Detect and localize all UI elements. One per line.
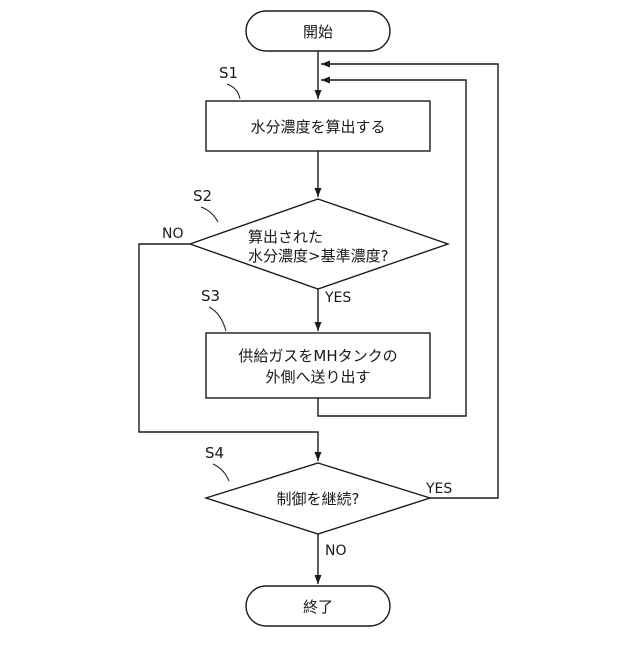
s4-step-id: S4 [205, 444, 224, 462]
start-label: 開始 [303, 23, 333, 41]
s1-leader [227, 84, 240, 99]
s3-leader [209, 307, 226, 331]
s1-label: 水分濃度を算出する [250, 118, 385, 136]
s1-step-id: S1 [219, 64, 238, 82]
s2-yes-label: YES [324, 290, 351, 306]
s4-leader [213, 464, 229, 481]
s2-leader [201, 207, 218, 222]
s2-step-id: S2 [193, 187, 212, 205]
s3-step-id: S3 [201, 287, 220, 305]
s2-label-line2: 水分濃度>基準濃度? [248, 247, 389, 265]
s4-no-label: NO [325, 543, 347, 559]
s3-label-line2: 外側へ送り出す [265, 368, 370, 386]
s4-yes-label: YES [425, 481, 452, 497]
s2-no-label: NO [162, 226, 184, 242]
s3-label-line1: 供給ガスをMHタンクの [238, 347, 397, 365]
s4-label: 制御を継続? [277, 490, 360, 508]
end-label: 終了 [303, 598, 333, 616]
s3-process [206, 333, 430, 398]
s2-label-line1: 算出された [248, 228, 323, 246]
